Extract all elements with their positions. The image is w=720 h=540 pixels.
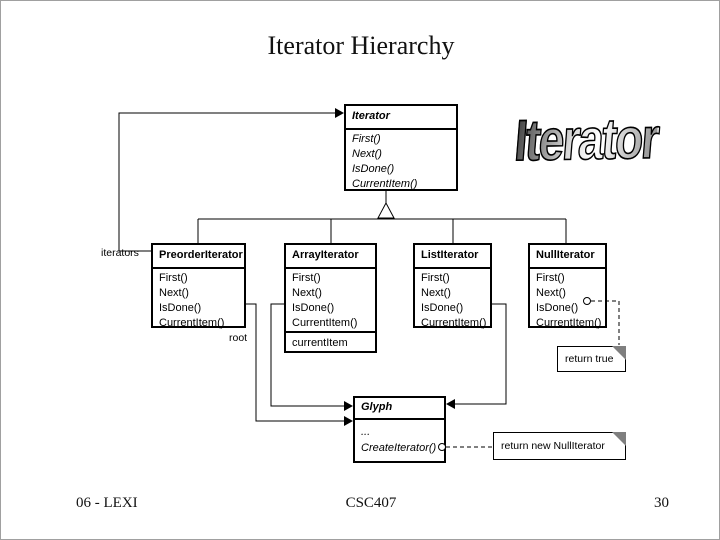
edge-label-root: root	[229, 332, 248, 344]
method-label: Next()	[536, 287, 566, 299]
method-label: Next()	[421, 287, 451, 299]
arrowhead-icon	[344, 401, 353, 411]
method-label: First()	[536, 272, 565, 284]
class-box-nulliterator: NullIterator First() Next() IsDone() Cur…	[528, 243, 607, 331]
footer-page-number: 30	[654, 495, 669, 511]
method-label: IsDone()	[159, 302, 202, 314]
iterators-association-line	[118, 112, 336, 252]
class-attributes: currentItem	[286, 331, 375, 353]
arrowhead-icon	[344, 416, 353, 426]
note-return-true: return true	[557, 346, 626, 372]
class-title: PreorderIterator	[153, 245, 244, 269]
inheritance-triangle-icon	[377, 201, 395, 219]
footer-course-code: CSC407	[345, 495, 397, 511]
class-title: Glyph	[355, 398, 444, 420]
note-fold-icon	[612, 346, 626, 360]
class-methods: First() Next() IsDone() CurrentItem()	[346, 130, 456, 192]
class-box-glyph: Glyph ... CreateIterator()	[353, 396, 446, 463]
class-methods: First() Next() IsDone() CurrentItem()	[153, 269, 244, 331]
class-methods: ... CreateIterator()	[355, 420, 444, 456]
wordart-iterator: Iterator	[494, 95, 677, 182]
class-box-preorderiterator: PreorderIterator First() Next() IsDone()…	[151, 243, 246, 331]
method-label: First()	[352, 133, 381, 145]
page-title: Iterator Hierarchy	[267, 31, 455, 60]
wordart-text: Iterator	[511, 104, 660, 173]
arrowhead-icon	[446, 399, 455, 409]
method-label: CurrentItem()	[421, 317, 487, 329]
class-methods: First() Next() IsDone() CurrentItem()	[286, 269, 375, 331]
class-methods: First() Next() IsDone() CurrentItem()	[530, 269, 605, 331]
class-title: ListIterator	[415, 245, 490, 269]
arrowhead-icon	[335, 108, 344, 118]
footer-course-section: 06 - LEXI	[76, 495, 138, 511]
method-label: IsDone()	[292, 302, 335, 314]
class-box-listiterator: ListIterator First() Next() IsDone() Cur…	[413, 243, 492, 331]
method-label: First()	[159, 272, 188, 284]
method-label: ...	[361, 426, 371, 438]
note-fold-icon	[612, 432, 626, 446]
class-title: Iterator	[346, 106, 456, 130]
method-label: Next()	[352, 148, 382, 160]
method-label: CreateIterator()	[361, 442, 437, 454]
edge-label-iterators: iterators	[101, 247, 139, 259]
class-title: NullIterator	[530, 245, 605, 269]
method-label: IsDone()	[421, 302, 464, 314]
class-box-arrayiterator: ArrayIterator First() Next() IsDone() Cu…	[284, 243, 377, 353]
method-label: Next()	[159, 287, 189, 299]
method-label: First()	[292, 272, 321, 284]
method-label: CurrentItem()	[159, 317, 225, 329]
method-label: Next()	[292, 287, 322, 299]
class-title: ArrayIterator	[286, 245, 375, 269]
method-label: IsDone()	[536, 302, 579, 314]
attribute-label: currentItem	[292, 337, 348, 349]
method-label: IsDone()	[352, 163, 395, 175]
class-methods: First() Next() IsDone() CurrentItem()	[415, 269, 490, 331]
method-label: CurrentItem()	[292, 317, 358, 329]
method-label: CurrentItem()	[352, 178, 418, 190]
class-box-iterator: Iterator First() Next() IsDone() Current…	[344, 104, 458, 191]
note-text: return new NullIterator	[501, 440, 605, 452]
method-label: First()	[421, 272, 450, 284]
note-return-new-nulliterator: return new NullIterator	[493, 432, 626, 460]
method-label: CurrentItem()	[536, 317, 602, 329]
note-text: return true	[565, 353, 614, 365]
